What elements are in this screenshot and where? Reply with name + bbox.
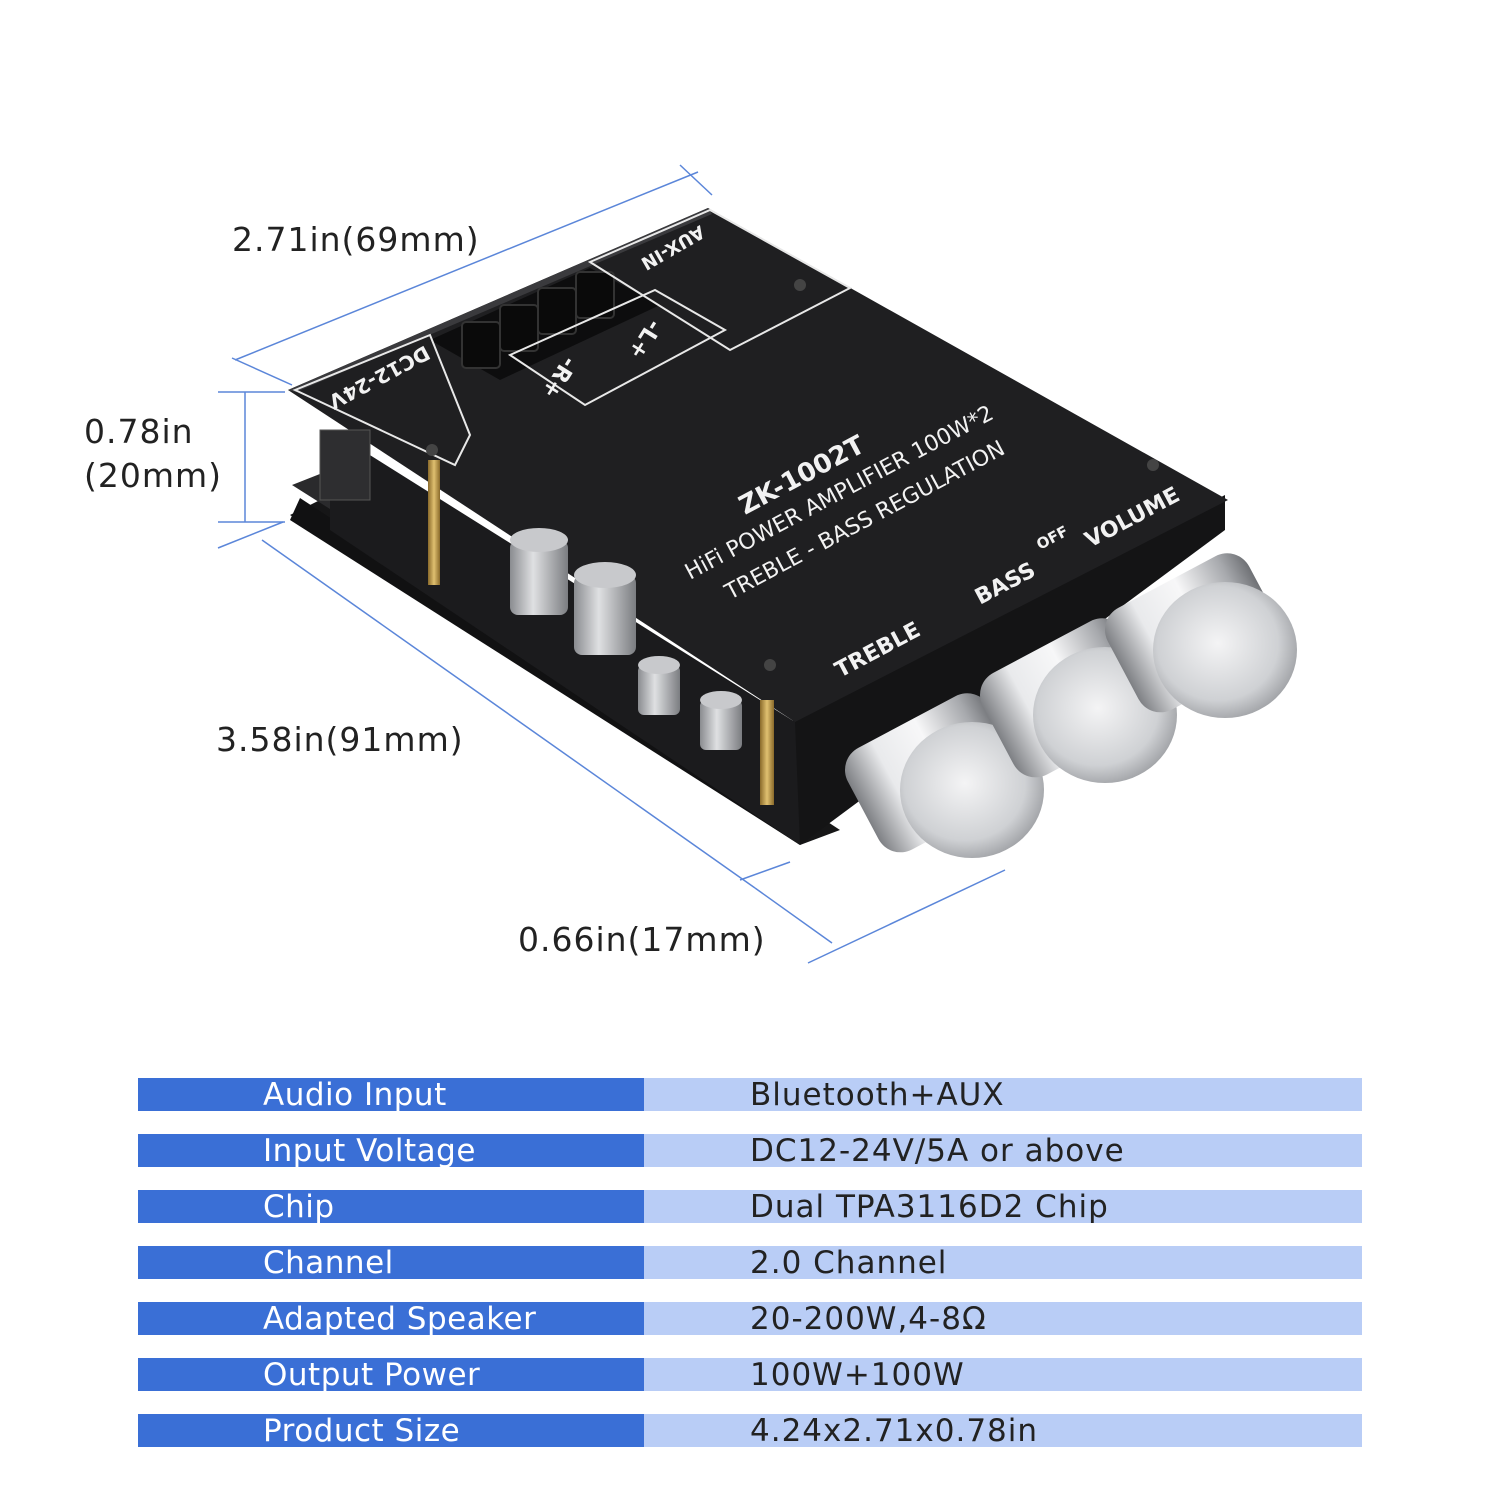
- dimension-length: 3.58in(91mm): [216, 720, 464, 759]
- product-illustration: ZK-1002T HiFi POWER AMPLIFIER 100W*2 TRE…: [217, 164, 1297, 964]
- spec-label: Product Size: [138, 1414, 644, 1447]
- spec-label: Channel: [138, 1246, 644, 1279]
- dimension-height-line1: 0.78in: [84, 412, 194, 451]
- spec-row: Product Size 4.24x2.71x0.78in: [138, 1414, 1362, 1447]
- knob-treble: [845, 693, 1044, 858]
- capacitors: [510, 528, 742, 750]
- spec-value: 4.24x2.71x0.78in: [644, 1414, 1362, 1447]
- spec-row: Chip Dual TPA3116D2 Chip: [138, 1190, 1362, 1223]
- spec-row: Input Voltage DC12-24V/5A or above: [138, 1134, 1362, 1167]
- spec-label: Output Power: [138, 1358, 644, 1391]
- spec-table: Audio Input Bluetooth+AUX Input Voltage …: [138, 1078, 1362, 1470]
- board-body: [288, 208, 1228, 845]
- spec-row: Adapted Speaker 20-200W,4-8Ω: [138, 1302, 1362, 1335]
- dimension-lines: [217, 164, 1006, 964]
- spec-value: Dual TPA3116D2 Chip: [644, 1190, 1362, 1223]
- spec-value: 20-200W,4-8Ω: [644, 1302, 1362, 1335]
- spec-row: Channel 2.0 Channel: [138, 1246, 1362, 1279]
- spec-label: Adapted Speaker: [138, 1302, 644, 1335]
- dimension-height-line2: (20mm): [84, 456, 223, 495]
- spec-label: Chip: [138, 1190, 644, 1223]
- spec-row: Audio Input Bluetooth+AUX: [138, 1078, 1362, 1111]
- dimension-knob-height: 0.66in(17mm): [518, 920, 766, 959]
- spec-row: Output Power 100W+100W: [138, 1358, 1362, 1391]
- spec-value: 100W+100W: [644, 1358, 1362, 1391]
- spec-label: Input Voltage: [138, 1134, 644, 1167]
- spec-value: 2.0 Channel: [644, 1246, 1362, 1279]
- speaker-terminals: [461, 271, 615, 369]
- spec-value: Bluetooth+AUX: [644, 1078, 1362, 1111]
- knob-volume: [1105, 553, 1297, 718]
- spec-label: Audio Input: [138, 1078, 644, 1111]
- spec-value: DC12-24V/5A or above: [644, 1134, 1362, 1167]
- dimension-width: 2.71in(69mm): [232, 220, 480, 259]
